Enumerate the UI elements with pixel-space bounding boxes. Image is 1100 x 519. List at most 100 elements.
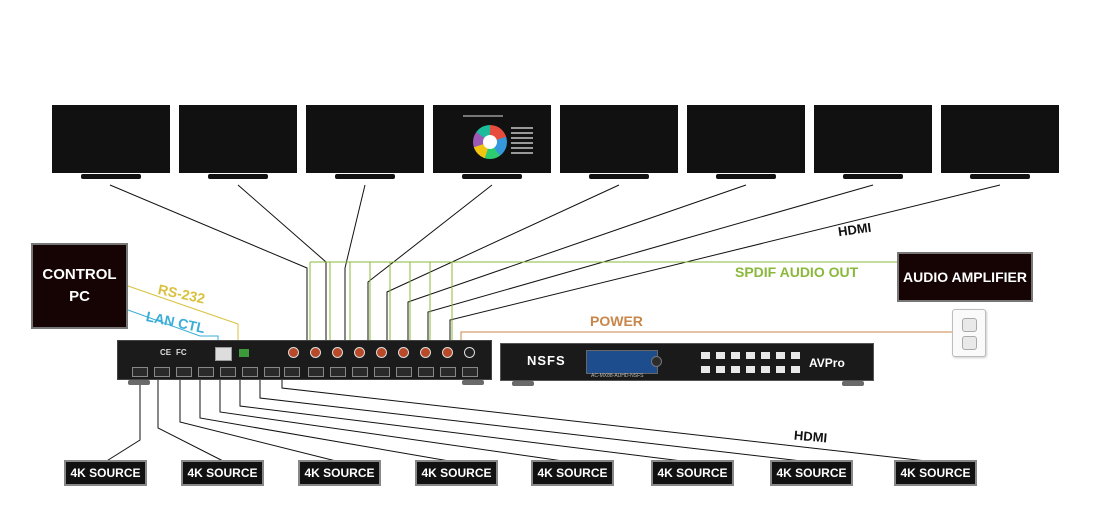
display-screen — [306, 105, 424, 173]
input-button — [776, 352, 785, 359]
input-button — [761, 352, 770, 359]
display-screen — [814, 105, 932, 173]
hdmi-in-port — [242, 367, 258, 377]
hdmi-out-port — [418, 367, 434, 377]
hdmi-out-port — [352, 367, 368, 377]
source-box-1: 4K SOURCE — [64, 460, 147, 486]
display-stand — [843, 174, 903, 179]
donut-chart-icon — [473, 125, 507, 159]
spdif-port — [332, 347, 343, 358]
input-button — [731, 352, 740, 359]
rs232-wire — [127, 285, 239, 346]
control-pc-label: CONTROL PC — [42, 266, 117, 305]
hdmi-in-port — [154, 367, 170, 377]
hdmi-input-wires — [104, 380, 936, 463]
hdmi-wire-display-8 — [449, 184, 1001, 342]
display-stand — [970, 174, 1030, 179]
display-8 — [941, 105, 1059, 179]
output-button — [701, 366, 710, 373]
spdif-port — [288, 347, 299, 358]
hdmi-wire-display-6 — [407, 184, 747, 342]
display-4 — [433, 105, 551, 179]
hdmi-out-port — [396, 367, 412, 377]
output-button — [791, 366, 800, 373]
hdmi-wire-display-4 — [367, 184, 493, 342]
output-button — [716, 366, 725, 373]
hdmi-out-port — [440, 367, 456, 377]
source-label: 4K SOURCE — [187, 466, 258, 480]
lan-port — [215, 347, 232, 361]
display-screen — [941, 105, 1059, 173]
source-box-3: 4K SOURCE — [298, 460, 381, 486]
power-label: POWER — [590, 313, 643, 329]
display-2 — [179, 105, 297, 179]
matrix-switch-rear-panel: CE FC — [117, 340, 492, 380]
front-foot — [512, 381, 534, 386]
hdmi-in-port — [284, 367, 300, 377]
spdif-port — [420, 347, 431, 358]
matrix-switch-front-panel: NSFS AC-MX88-AUHD-NSFS AVPro — [500, 343, 874, 381]
input-button — [746, 352, 755, 359]
hdmi-wire-source-5 — [219, 380, 571, 463]
hdmi-input-label: HDMI — [793, 427, 828, 446]
source-label: 4K SOURCE — [421, 466, 492, 480]
display-stand — [335, 174, 395, 179]
source-box-6: 4K SOURCE — [651, 460, 734, 486]
front-model-label: AC-MX88-AUHD-NSFS — [591, 373, 644, 379]
source-box-5: 4K SOURCE — [531, 460, 614, 486]
display-5 — [560, 105, 678, 179]
power-port — [464, 347, 475, 358]
hdmi-wire-display-5 — [386, 184, 620, 342]
fc-mark: FC — [176, 348, 187, 357]
spdif-port — [310, 347, 321, 358]
hdmi-wire-display-7 — [427, 184, 874, 342]
source-label: 4K SOURCE — [304, 466, 375, 480]
display-1 — [52, 105, 170, 179]
chart-legend — [511, 127, 533, 157]
display-7 — [814, 105, 932, 179]
hdmi-in-port — [220, 367, 236, 377]
source-label: 4K SOURCE — [657, 466, 728, 480]
hdmi-in-port — [132, 367, 148, 377]
hdmi-in-port — [198, 367, 214, 377]
spdif-port — [442, 347, 453, 358]
display-screen — [179, 105, 297, 173]
hdmi-wire-source-7 — [259, 380, 811, 463]
display-stand — [589, 174, 649, 179]
chart-title-line — [463, 115, 503, 117]
hdmi-wire-source-8 — [281, 380, 936, 463]
hdmi-wire-source-1 — [104, 380, 141, 463]
display-stand — [81, 174, 141, 179]
audio-amplifier-box: AUDIO AMPLIFIER — [897, 252, 1033, 302]
hdmi-wire-source-4 — [199, 380, 456, 463]
input-button — [716, 352, 725, 359]
display-screen — [52, 105, 170, 173]
hdmi-wire-display-1 — [109, 184, 308, 342]
display-stand — [462, 174, 522, 179]
spdif-label: SPDIF AUDIO OUT — [735, 264, 859, 280]
source-label: 4K SOURCE — [776, 466, 847, 480]
rear-foot — [462, 380, 484, 385]
hdmi-out-port — [330, 367, 346, 377]
front-logo: NSFS — [527, 353, 566, 368]
wall-outlet-icon — [952, 309, 986, 357]
source-box-7: 4K SOURCE — [770, 460, 853, 486]
ce-mark: CE — [160, 348, 172, 357]
hdmi-in-port — [176, 367, 192, 377]
hdmi-wire-display-3 — [344, 184, 366, 342]
display-screen — [687, 105, 805, 173]
display-stand — [716, 174, 776, 179]
hdmi-out-port — [308, 367, 324, 377]
hdmi-wire-source-3 — [179, 380, 341, 463]
spdif-port — [398, 347, 409, 358]
front-brand: AVPro — [809, 356, 845, 370]
display-screen — [560, 105, 678, 173]
output-button — [761, 366, 770, 373]
hdmi-wire-display-2 — [237, 184, 327, 342]
hdmi-wire-source-6 — [239, 380, 691, 463]
source-box-4: 4K SOURCE — [415, 460, 498, 486]
output-button — [776, 366, 785, 373]
display-screen — [433, 105, 551, 173]
hdmi-wire-source-2 — [157, 380, 226, 463]
